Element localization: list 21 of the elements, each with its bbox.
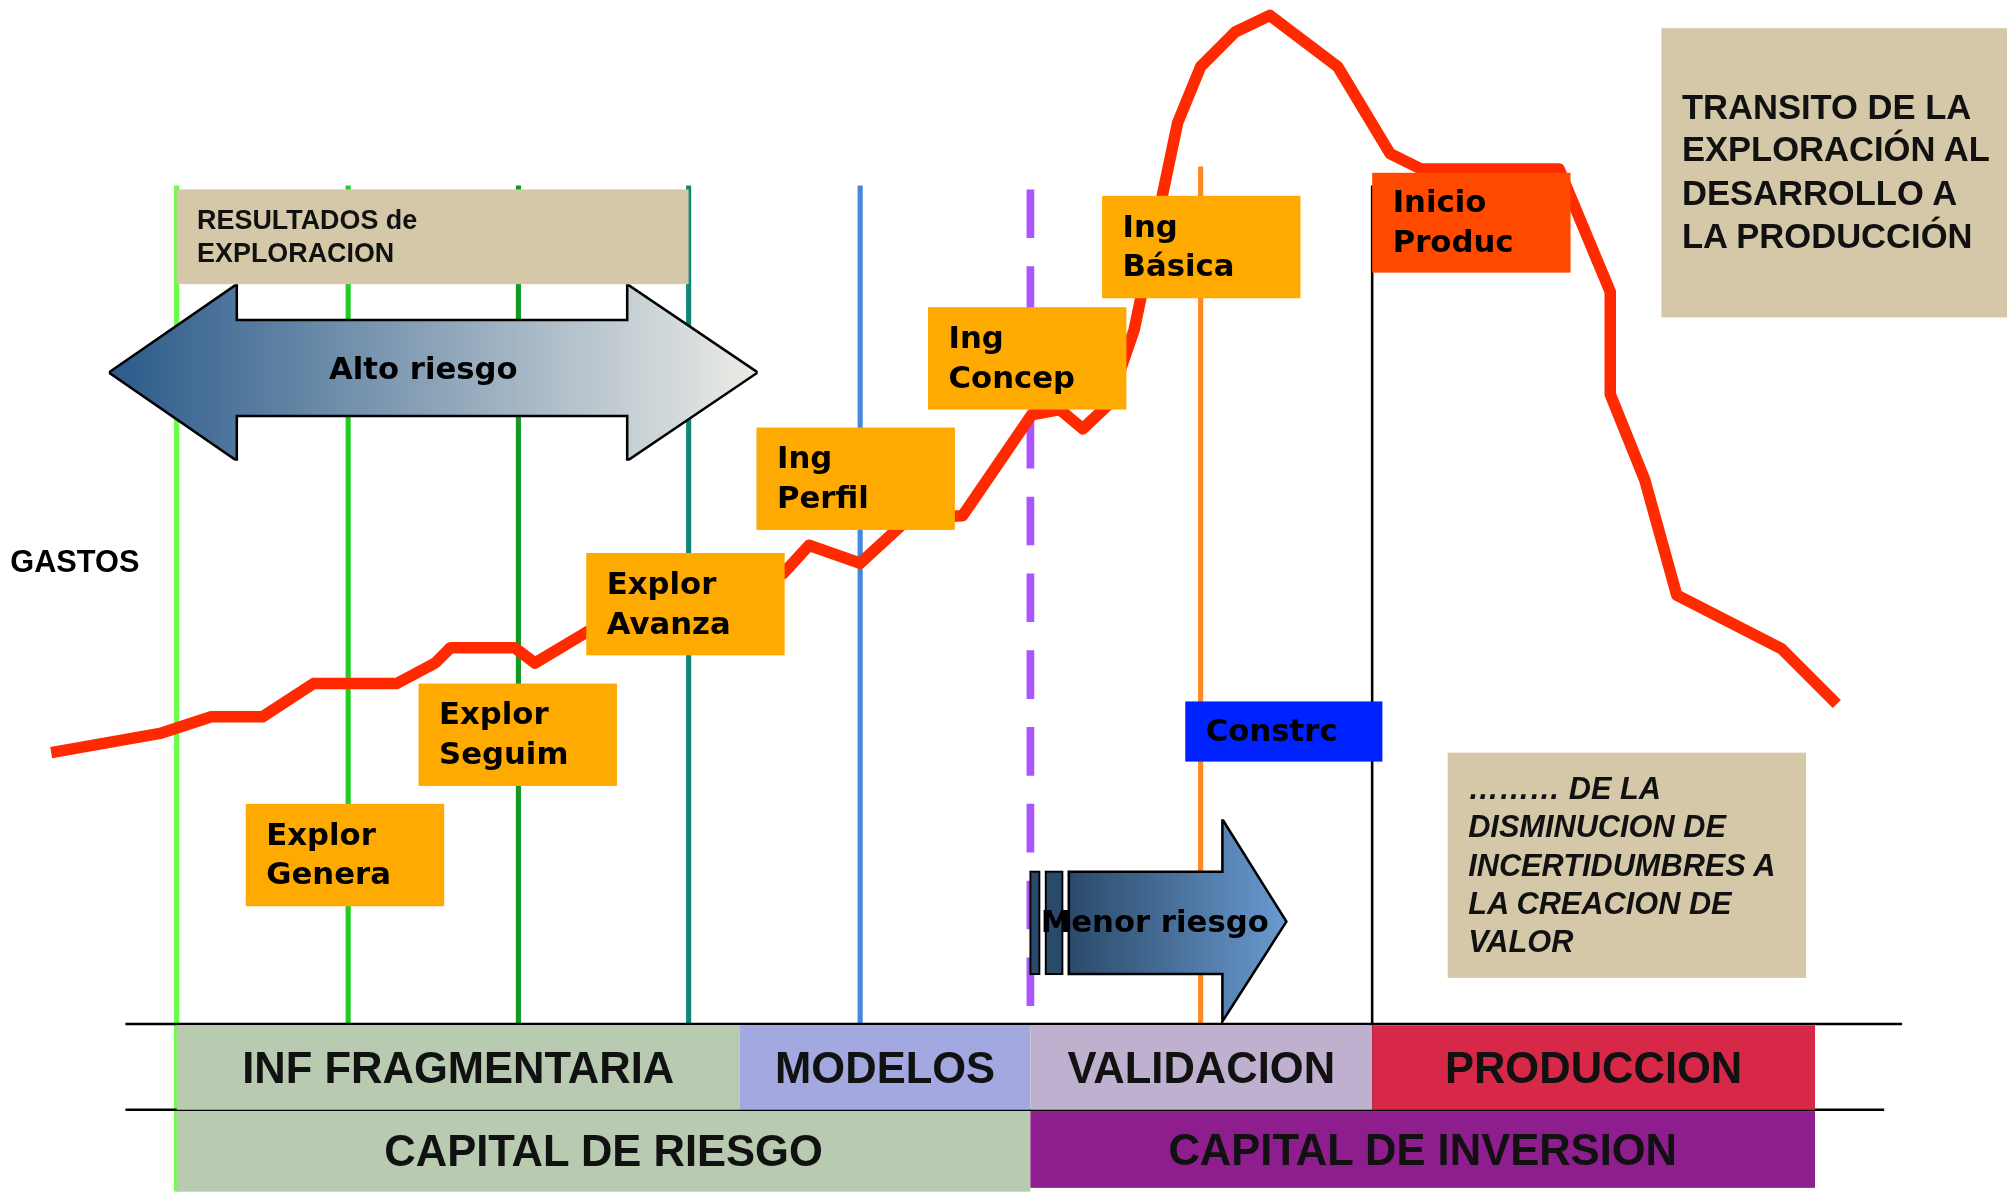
- note-box: ……… DE LA DISMINUCION DE INCERTIDUMBRES A LA CREACION DE VALOR: [1447, 752, 1807, 978]
- stage-box: Ing Concep: [928, 307, 1127, 410]
- phase-band: PRODUCCION: [1372, 1025, 1816, 1110]
- capital-band: CAPITAL DE RIESGO: [176, 1111, 1031, 1192]
- stage-box: Explor Genera: [245, 803, 445, 907]
- stage-box: Inicio Produc: [1372, 172, 1571, 273]
- title-box: RESULTADOS de EXPLORACION: [176, 189, 689, 285]
- stage-box: Explor Avanza: [586, 552, 785, 656]
- phase-band: INF FRAGMENTARIA: [176, 1025, 740, 1110]
- arrow-label: Alto riesgo: [328, 350, 518, 387]
- stage-box: Constrc: [1185, 701, 1383, 762]
- stage-box: Explor Seguim: [418, 683, 617, 786]
- phase-band: VALIDACION: [1030, 1025, 1373, 1110]
- stage-box: Ing Básica: [1102, 195, 1301, 299]
- note-box: TRANSITO DE LA EXPLORACIÓN AL DESARROLLO A LA PRODUCCIÓN: [1661, 28, 2007, 318]
- axis-label: GASTOS: [10, 544, 140, 580]
- stage-box: Ing Perfil: [756, 427, 955, 530]
- capital-band: CAPITAL DE INVERSION: [1030, 1111, 1816, 1188]
- double-arrow-shape: [108, 284, 758, 461]
- phase-band: MODELOS: [739, 1025, 1031, 1110]
- block-arrow-shape: [1027, 819, 1291, 1024]
